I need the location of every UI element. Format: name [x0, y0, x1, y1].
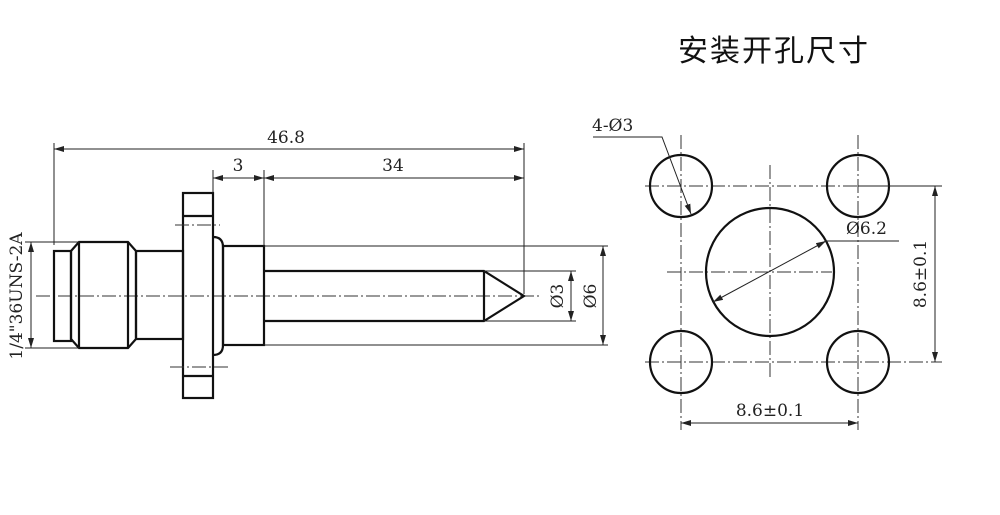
flange: [181, 191, 215, 400]
thread-spec-label: 1/4"36UNS-2A: [7, 232, 27, 360]
overall-length-label: 46.8: [267, 128, 305, 148]
mount-hole: [648, 329, 714, 395]
connector-side-view: 46.8 3 34 Ø3 Ø6 1/4"36UNS-2A: [7, 128, 608, 400]
pin: [264, 269, 527, 323]
panel-cutout-view: Ø6.2 4-Ø3 8.6±0.1 8.6±0.1: [592, 116, 942, 430]
flange-thickness-label: 3: [233, 156, 244, 176]
body-diameter-label: Ø6: [581, 284, 601, 309]
center-hole: [704, 206, 836, 338]
mount-hole: [648, 153, 714, 219]
rear-body: [221, 244, 266, 347]
drawing-title: 安装开孔尺寸: [678, 34, 870, 69]
mount-hole: [825, 329, 891, 395]
horizontal-spacing-label: 8.6±0.1: [736, 401, 804, 421]
neck: [134, 249, 185, 341]
mount-holes-label: 4-Ø3: [592, 116, 633, 136]
center-hole-label: Ø6.2: [846, 219, 887, 239]
pin-length-label: 34: [382, 156, 404, 176]
vertical-spacing-label: 8.6±0.1: [911, 240, 931, 308]
pin-diameter-label: Ø3: [548, 284, 568, 309]
coupling-nut: [69, 240, 138, 350]
